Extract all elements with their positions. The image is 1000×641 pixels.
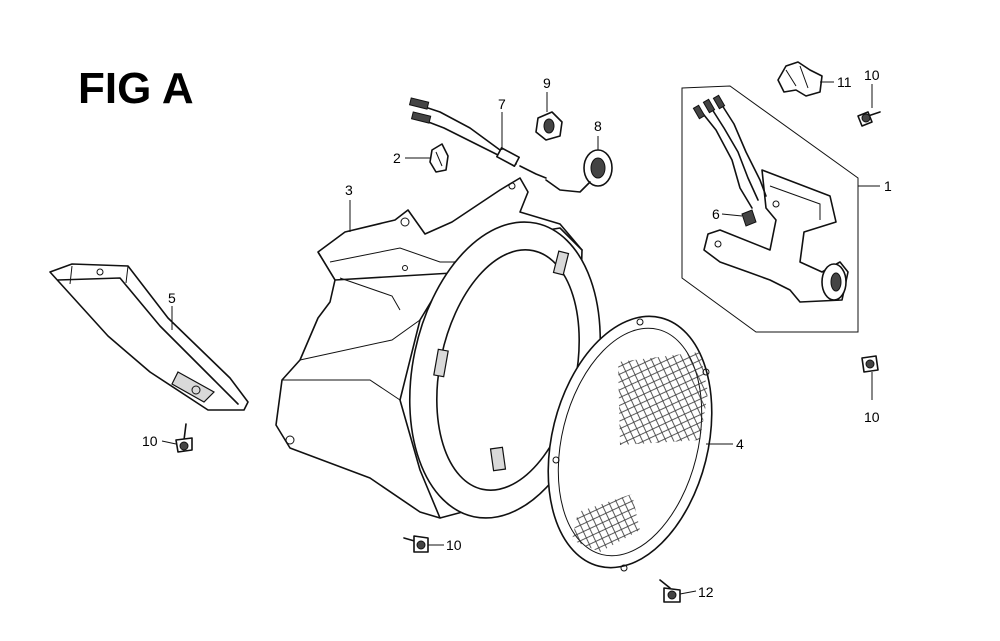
part-indicator-lamp — [545, 149, 613, 193]
bolt-10-bottom — [403, 535, 429, 553]
callout-3: 3 — [345, 182, 353, 198]
callout-12: 12 — [698, 584, 714, 600]
bolt-12 — [659, 579, 681, 603]
callout-11: 11 — [837, 74, 852, 90]
callout-5: 5 — [168, 290, 176, 306]
callout-6: 6 — [712, 206, 720, 222]
bolt-10-right — [861, 355, 879, 373]
part-deflector-plate — [49, 263, 249, 411]
part-wire-clip — [741, 209, 757, 227]
part-grommet — [535, 111, 563, 141]
callout-10-left: 10 — [142, 433, 158, 449]
callout-9: 9 — [543, 75, 551, 91]
part-switch-assembly — [681, 85, 859, 333]
callout-7: 7 — [498, 96, 506, 112]
callout-2: 2 — [393, 150, 401, 166]
callout-8: 8 — [594, 118, 602, 134]
bolt-10-top-right — [857, 111, 881, 127]
callout-1: 1 — [884, 178, 892, 194]
leader-lines — [161, 81, 880, 595]
callout-10-top-right: 10 — [864, 67, 880, 83]
callout-10-right: 10 — [864, 409, 880, 425]
callout-4: 4 — [736, 436, 744, 452]
callout-10-bottom: 10 — [446, 537, 462, 553]
part-clamp — [777, 61, 823, 97]
figure-title: FIG A — [78, 64, 194, 113]
part-wire-harness — [408, 97, 547, 179]
part-fan-screen — [547, 315, 713, 572]
bolt-10-left — [175, 423, 193, 453]
part-cord-clip — [429, 143, 449, 173]
